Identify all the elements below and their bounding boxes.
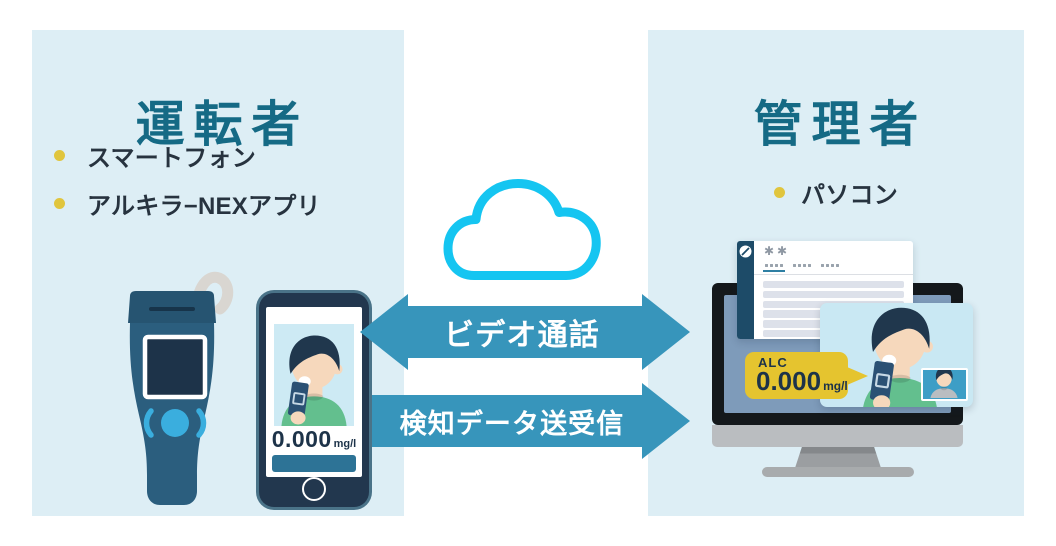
list-item: パソコン	[648, 175, 1024, 210]
arrow-label: 検知データ送受信	[399, 408, 625, 439]
monitor-chin	[712, 425, 963, 447]
driver-equipment-list: スマートフォン アルキラ−NEXアプリ	[54, 138, 396, 234]
button-arc-right	[196, 408, 207, 438]
phone-action-button	[272, 455, 356, 472]
masked-window-title: ✱✱	[764, 244, 791, 258]
data-transfer-arrow: 検知データ送受信	[372, 379, 694, 463]
cloud-icon	[443, 179, 601, 280]
list-item: スマートフォン	[54, 138, 396, 173]
video-call-arrow: ビデオ通話	[356, 290, 694, 374]
breathalyzer-screen	[142, 334, 208, 400]
manager-equipment-list: パソコン	[648, 175, 1024, 223]
double-arrow-icon	[360, 294, 690, 370]
breathalyzer-power-button	[161, 409, 189, 437]
tab-dots	[763, 264, 839, 272]
divider	[754, 274, 913, 275]
driver-panel-title: 運転者	[135, 97, 310, 152]
circle-slash-logo-icon	[739, 245, 752, 258]
person-avatar	[280, 334, 348, 426]
pip-self-view	[921, 368, 968, 401]
equipment-label: スマートフォン	[87, 145, 256, 172]
equipment-label: アルキラ−NEXアプリ	[87, 193, 321, 220]
bullet-icon	[54, 150, 65, 161]
arrow-label: ビデオ通話	[444, 319, 600, 352]
driver-panel: 運転者 スマートフォン アルキラ−NEXアプリ	[32, 30, 404, 516]
tab-dot-group-active	[763, 264, 785, 272]
tab-dot-group	[821, 264, 839, 267]
alc-label: ALC	[758, 355, 788, 370]
tab-dot-group	[793, 264, 811, 267]
breathalyzer-slot	[149, 307, 195, 311]
list-item: アルキラ−NEXアプリ	[54, 186, 396, 221]
driver-selfie-photo	[274, 324, 354, 426]
equipment-label: パソコン	[801, 182, 898, 209]
bubble-tail	[846, 367, 868, 385]
right-arrow-icon	[372, 383, 690, 459]
button-arc-left	[143, 408, 154, 438]
bullet-icon	[54, 198, 65, 209]
bullet-icon	[774, 187, 786, 198]
list-skeleton-row	[763, 281, 904, 289]
phone-home-button	[302, 477, 326, 501]
manager-panel-title: 管理者	[753, 97, 928, 152]
list-skeleton-row	[763, 290, 904, 299]
breathalyzer-illustration	[128, 271, 234, 505]
manager-avatar	[930, 370, 958, 399]
monitor-stand-base	[762, 467, 914, 477]
monitor-stand-neck	[795, 447, 881, 468]
app-sidebar	[737, 241, 754, 339]
